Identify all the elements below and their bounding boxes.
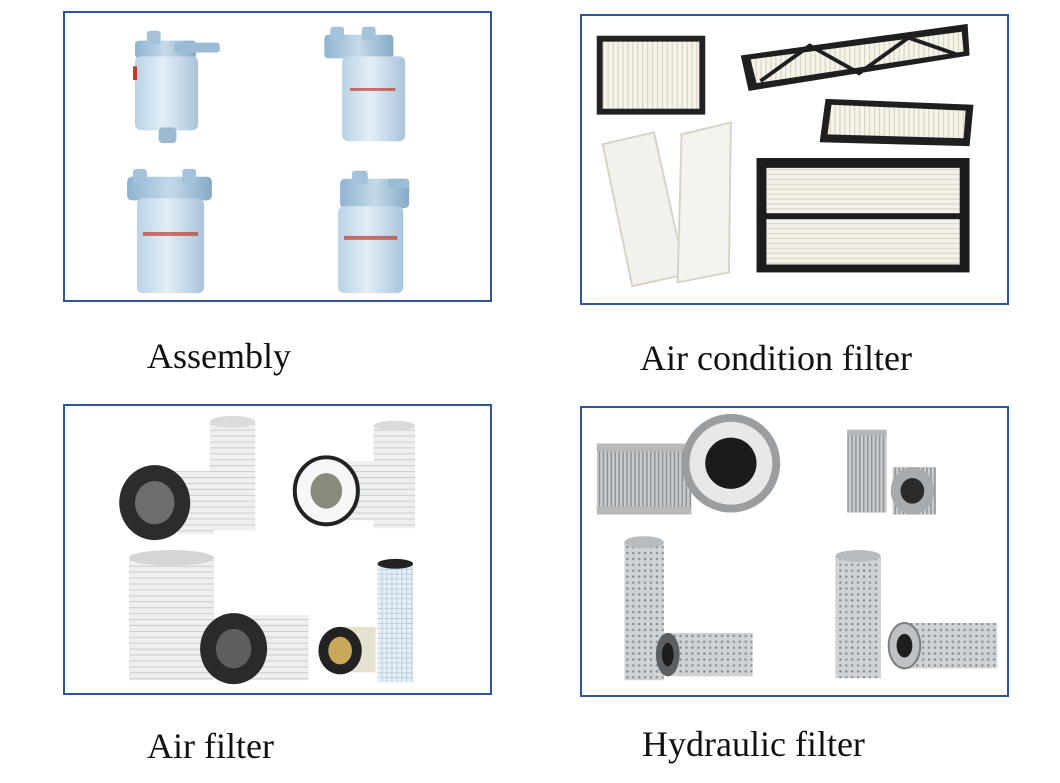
filter-unit-2 — [324, 26, 406, 142]
hydraulic-filter-element-icon — [596, 413, 998, 681]
cabin-air-filter-icon — [596, 23, 974, 288]
caption-air-filter: Air filter — [147, 726, 274, 766]
air-filter-cartridge-icon — [119, 415, 416, 685]
assembly-panel — [63, 11, 492, 302]
caption-assembly: Assembly — [147, 336, 291, 376]
filter-unit-4 — [338, 170, 410, 294]
fuel-filter-assembly-icon — [127, 26, 410, 294]
air-condition-filter-panel — [580, 14, 1009, 305]
air-filter-panel — [63, 404, 492, 695]
filter-unit-1 — [133, 30, 220, 144]
caption-hydraulic-filter: Hydraulic filter — [642, 724, 865, 764]
caption-air-condition-filter: Air condition filter — [640, 338, 912, 378]
filter-unit-3 — [127, 168, 212, 294]
hydraulic-filter-panel — [580, 406, 1009, 697]
